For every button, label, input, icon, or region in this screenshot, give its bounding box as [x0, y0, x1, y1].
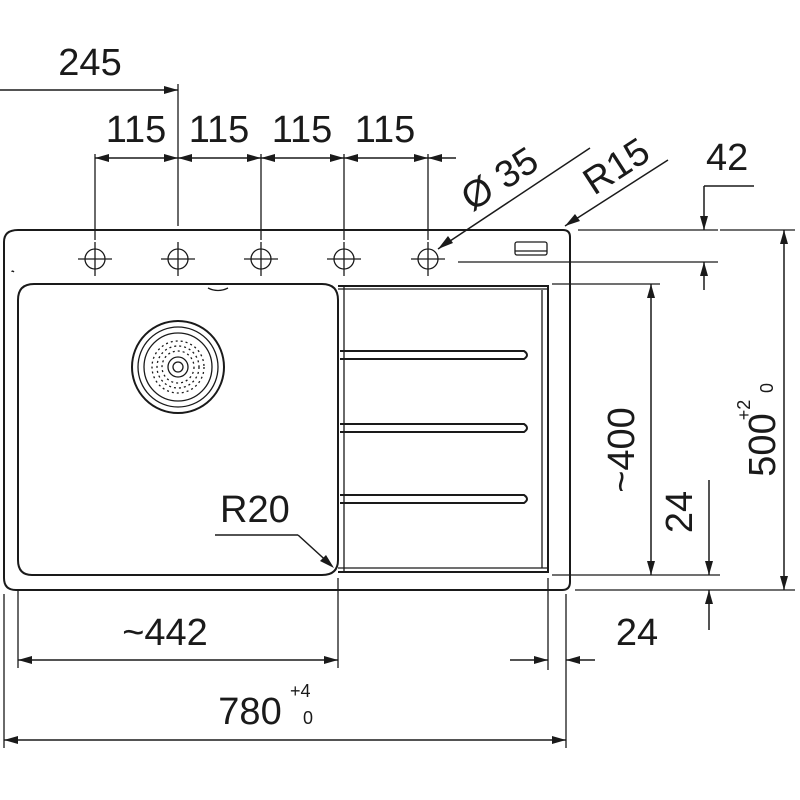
dim-500-label: 500 — [742, 413, 784, 476]
tap-hole — [411, 242, 445, 276]
drainer-area — [338, 285, 549, 573]
dim-442: ~442 — [17, 578, 339, 668]
dim-245-label: 245 — [58, 42, 121, 84]
dim-780-tol-lower: 0 — [303, 708, 313, 728]
dim-42: 42 — [458, 137, 754, 290]
dim-442-label: ~442 — [122, 612, 208, 654]
dim-115-chain: 115 115 115 115 — [94, 109, 456, 240]
dim-24-vertical-label: 24 — [659, 491, 701, 533]
dim-500: 500 +2 0 — [720, 229, 795, 591]
dim-24-vertical: 24 — [575, 480, 720, 630]
dim-24-horizontal-label: 24 — [616, 612, 658, 654]
dim-500-tol-lower: 0 — [757, 383, 777, 393]
dim-42-label: 42 — [706, 137, 748, 179]
dim-500-tol-upper: +2 — [734, 400, 754, 421]
dim-24-horizontal: 24 — [510, 578, 658, 748]
tap-hole — [244, 242, 278, 276]
overflow-slot — [514, 241, 548, 256]
sink-outline — [3, 229, 571, 591]
dim-245: 245 — [0, 42, 179, 226]
dim-corner-radius: R15 — [564, 130, 669, 227]
tap-hole — [78, 242, 112, 276]
rib — [340, 423, 528, 433]
rib — [340, 494, 528, 504]
dim-780: 780 +4 0 — [3, 594, 566, 748]
dim-115-label-3: 115 — [272, 109, 333, 151]
dim-780-tol-upper: +4 — [290, 681, 311, 701]
dim-780-label: 780 — [218, 691, 281, 733]
overflow-notch — [207, 287, 229, 292]
tap-holes — [78, 242, 445, 276]
bowl-outline — [17, 283, 339, 576]
tap-hole — [327, 242, 361, 276]
dim-115-label-1: 115 — [106, 109, 167, 151]
drainer-ribs — [340, 350, 528, 504]
rib — [340, 350, 528, 360]
dim-115-label-4: 115 — [355, 109, 416, 151]
dim-hole-diameter: Ø 35 — [437, 139, 591, 250]
dim-115-label-2: 115 — [189, 109, 250, 151]
dim-400-label: ~400 — [601, 407, 643, 493]
tap-hole — [161, 242, 195, 276]
dim-400: ~400 — [552, 283, 720, 576]
dim-bowl-radius-label: R20 — [220, 489, 290, 531]
dim-bowl-radius: R20 — [215, 489, 334, 568]
drain-strainer — [131, 320, 225, 414]
